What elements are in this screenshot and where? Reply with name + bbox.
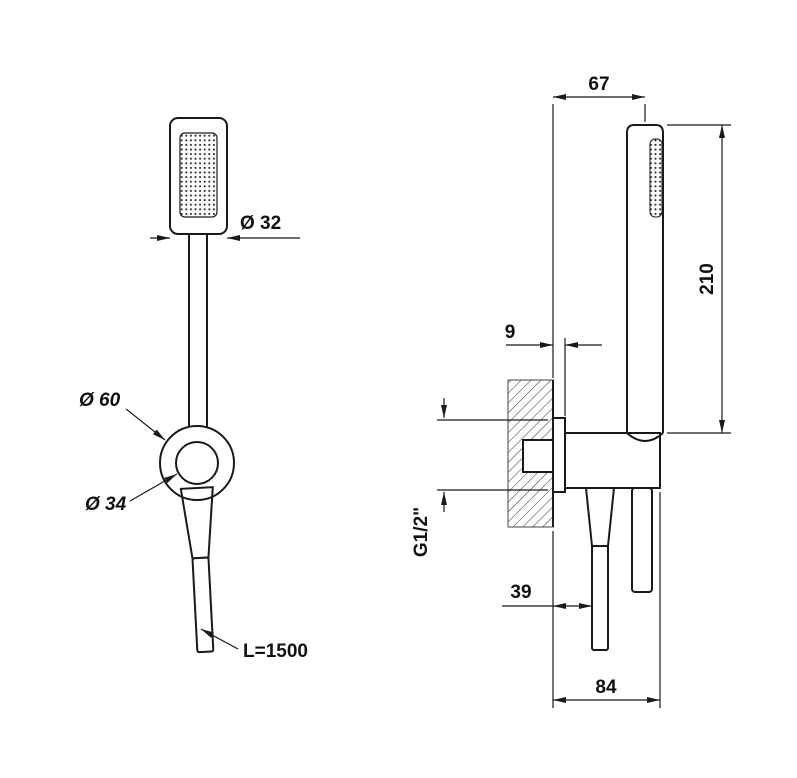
- dimension-ring-inner: Ø 34: [85, 473, 178, 515]
- dim-label-hose-length: L=1500: [243, 641, 308, 662]
- dimension-flange-depth: 9: [505, 322, 602, 416]
- handle-end-tube: [631, 487, 653, 593]
- front-view: Ø 32 Ø 60 Ø 34 L=1500: [79, 117, 308, 662]
- dim-label-ring-outer: Ø 60: [79, 390, 121, 411]
- dimension-thread: G1/2": [411, 398, 548, 557]
- thread-fitting: [522, 439, 554, 473]
- holder-cup-arc: [626, 432, 664, 442]
- dim-label-head-width: Ø 32: [240, 213, 281, 234]
- dim-label-thread: G1/2": [411, 507, 432, 557]
- dimension-hose-offset: 39: [502, 582, 592, 609]
- dim-label-ring-inner: Ø 34: [85, 494, 127, 515]
- dim-label-flange-depth: 9: [505, 322, 516, 343]
- dim-label-hose-offset: 39: [510, 582, 531, 603]
- spray-face: [179, 132, 218, 218]
- dimension-wall-offset: 67: [552, 74, 646, 378]
- wall-flange: [552, 417, 566, 493]
- hand-shower-front: [169, 117, 228, 427]
- spray-face-side: [649, 138, 663, 218]
- bracket-outer-circle: [159, 425, 235, 501]
- dim-label-wall-offset: 67: [588, 74, 609, 95]
- water-outlet-elbow: [552, 417, 664, 651]
- dimension-ring-outer: Ø 60: [79, 390, 166, 441]
- hose-front: [179, 486, 215, 654]
- wall-section: [507, 379, 554, 528]
- hose-tube: [191, 556, 215, 654]
- dimension-hose-length: L=1500: [200, 628, 308, 662]
- bracket-inner-circle: [175, 441, 219, 485]
- wall-bracket-ring: [159, 425, 235, 501]
- outlet-cone: [584, 487, 616, 547]
- dim-label-total-depth: 84: [595, 677, 617, 698]
- hand-shower-side: [626, 124, 664, 433]
- dimension-handle-length: 210: [667, 124, 731, 434]
- dimension-head-width: Ø 32: [150, 213, 300, 241]
- side-view: 67 210 9 G1/2" 39: [411, 74, 731, 708]
- hose-tube-side: [591, 545, 609, 651]
- dim-label-handle-length: 210: [697, 263, 718, 295]
- dimension-total-depth: 84: [552, 492, 661, 708]
